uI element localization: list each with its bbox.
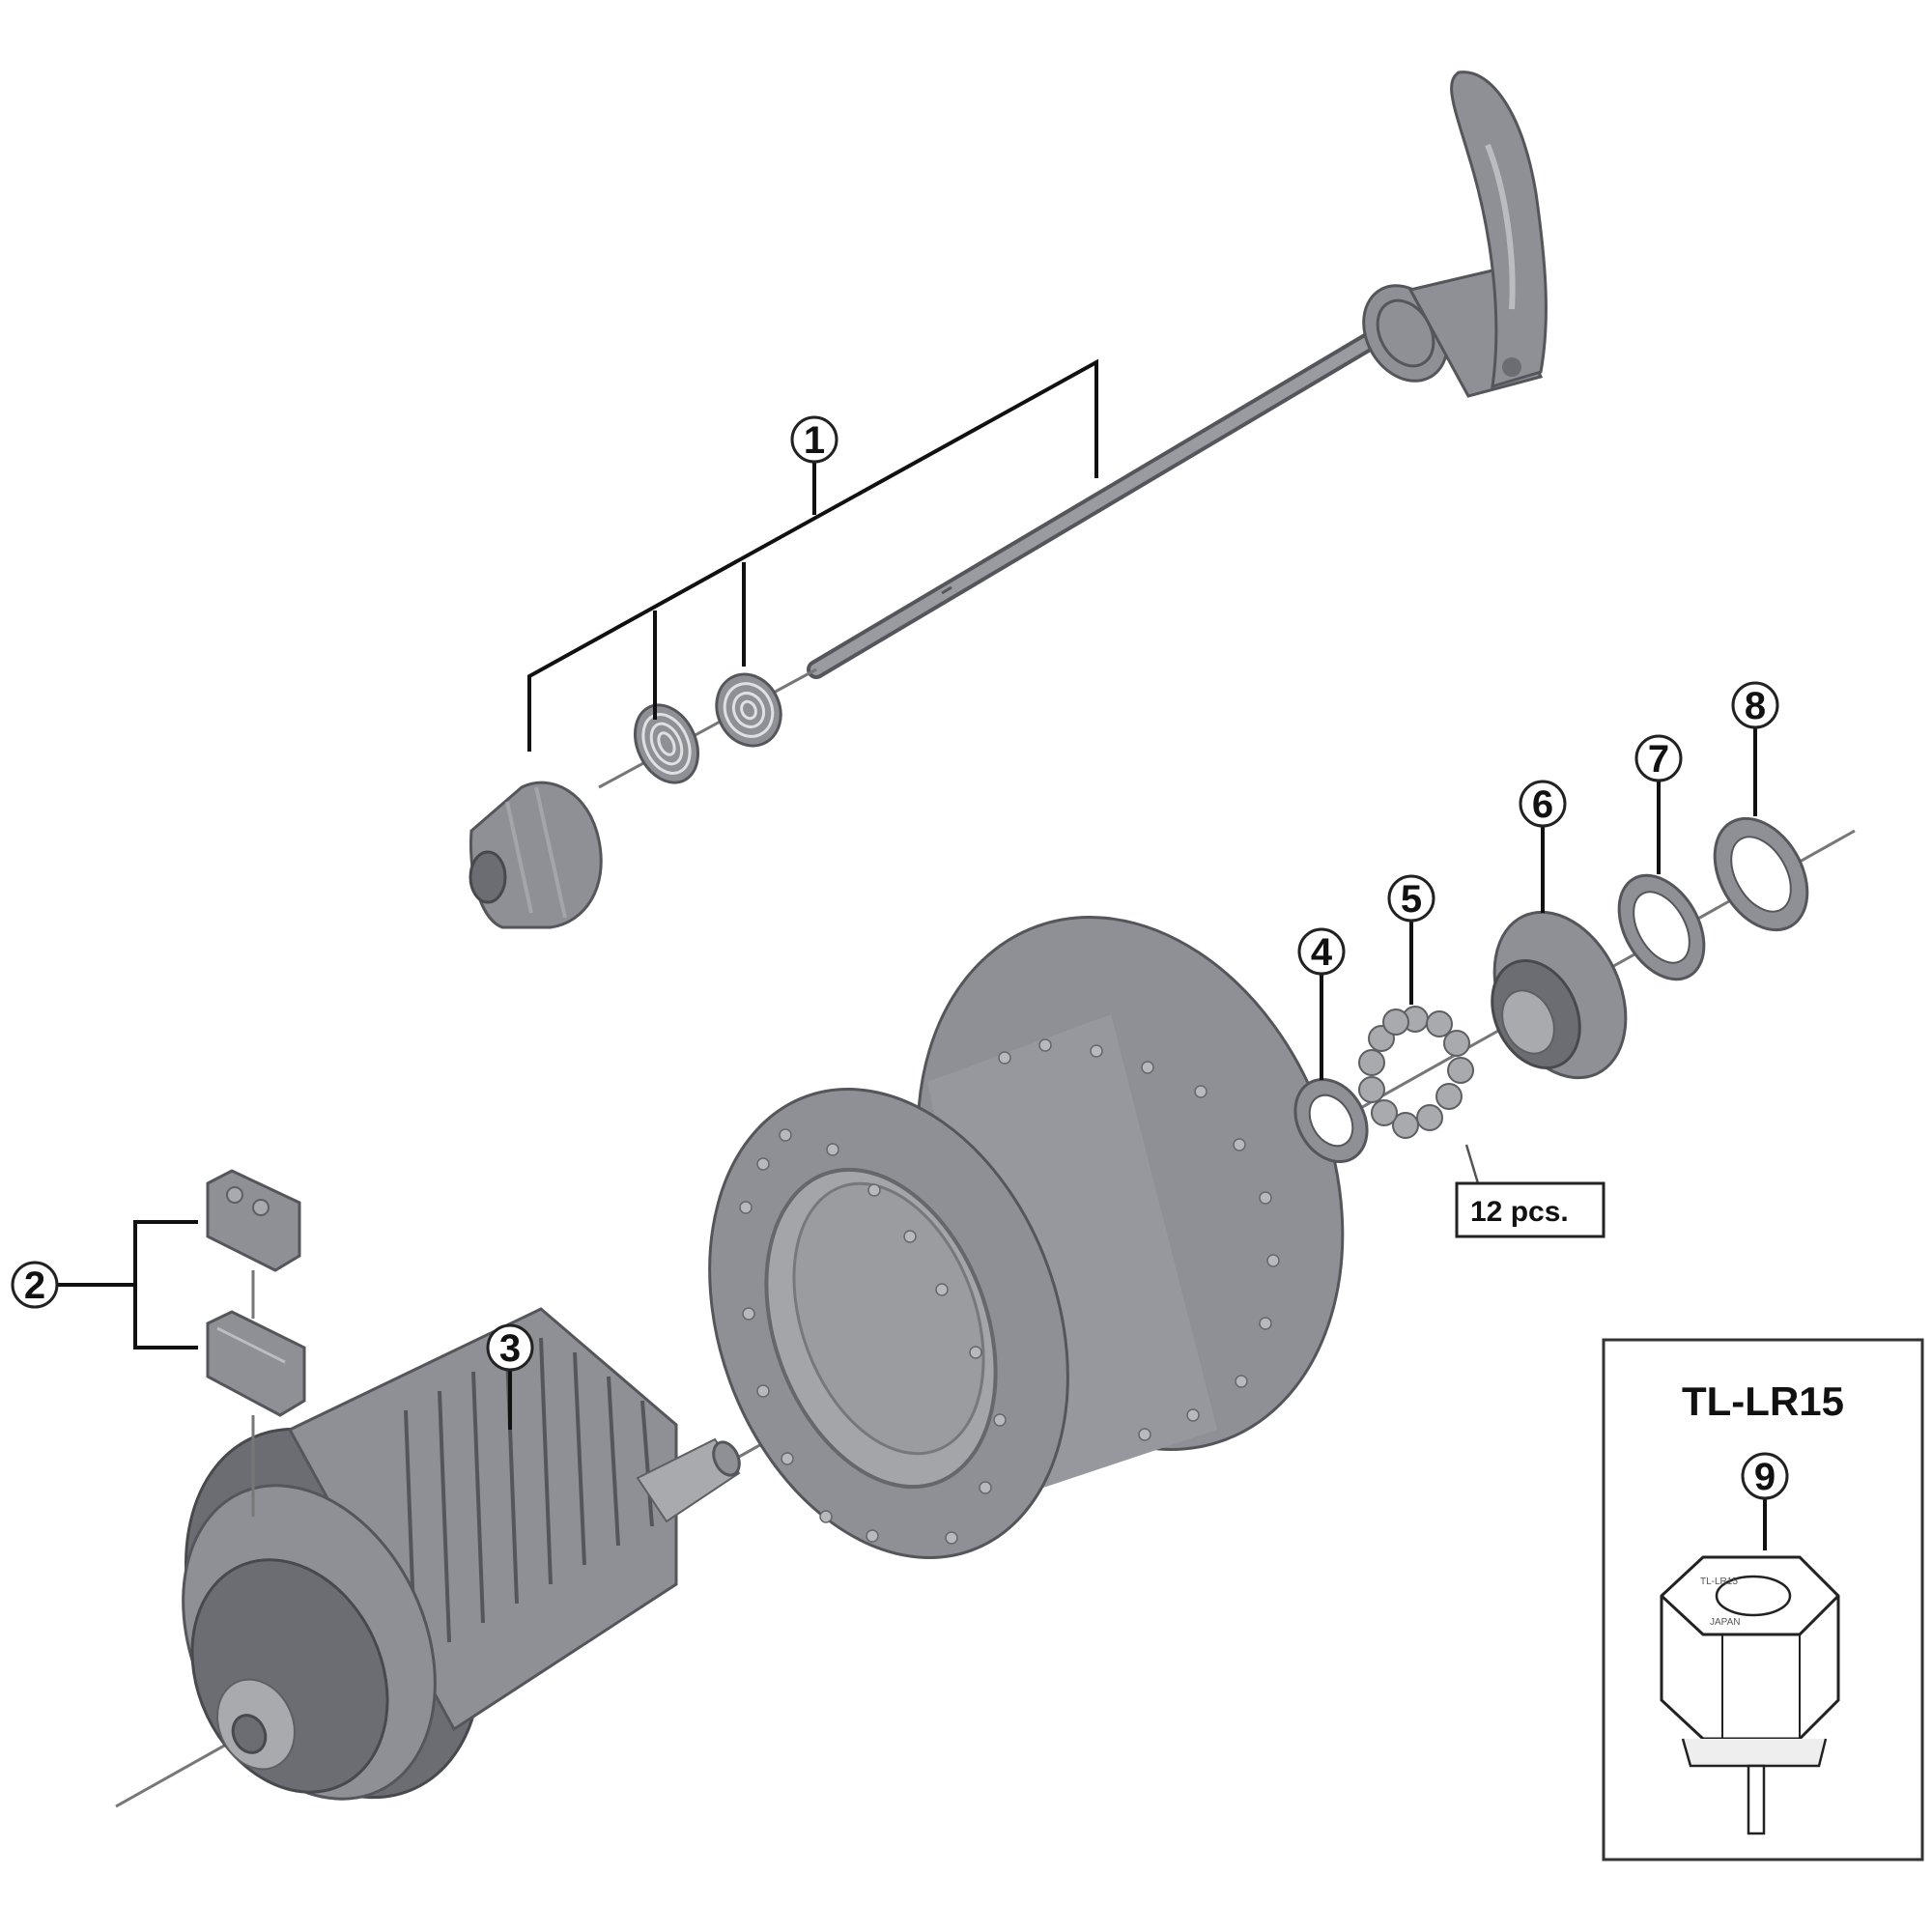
callout-6: 6 (1519, 780, 1567, 828)
tool-inset-box: TL-LR15 TL-LR15 JAPAN (1602, 1338, 1924, 1861)
callout-8: 8 (1731, 681, 1779, 729)
bearing-quantity-note: 12 pcs. (1455, 1144, 1605, 1238)
hub-shell (708, 916, 1345, 1559)
svg-text:TL-LR15: TL-LR15 (1700, 1577, 1738, 1587)
dust-cap (1293, 974, 1369, 1164)
lockring-tool: TL-LR15 JAPAN (1660, 1555, 1840, 1835)
washer (1617, 781, 1706, 981)
conical-spring-large (634, 703, 699, 784)
callout-2: 2 (11, 1261, 59, 1309)
spoke-holes (739, 1038, 1280, 1545)
svg-text:8: 8 (1745, 685, 1766, 727)
svg-text:3: 3 (499, 1327, 521, 1370)
svg-text:2: 2 (24, 1264, 45, 1307)
svg-text:9: 9 (1754, 1456, 1776, 1498)
callout-3: 3 (486, 1323, 534, 1372)
svg-text:4: 4 (1311, 931, 1333, 974)
svg-text:6: 6 (1532, 783, 1553, 826)
adjusting-nut (469, 781, 603, 929)
tool-title: TL-LR15 (1682, 1378, 1844, 1424)
conical-spring-small (715, 672, 782, 748)
callout-5: 5 (1387, 874, 1435, 923)
callout-4: 4 (1297, 927, 1346, 976)
connector-bottom-housing (206, 1310, 306, 1417)
svg-text:5: 5 (1401, 878, 1422, 921)
quick-release-lever (1362, 71, 1548, 398)
cone (1491, 826, 1628, 1080)
callout-9: 9 (1741, 1452, 1789, 1500)
bearing-quantity-text: 12 pcs. (1470, 1196, 1569, 1228)
callout-1: 1 (790, 415, 838, 464)
quick-release-skewer (469, 71, 1548, 929)
callout-7: 7 (1634, 734, 1683, 782)
svg-text:7: 7 (1648, 738, 1669, 781)
connector-top-cap (206, 1169, 301, 1272)
svg-text:1: 1 (804, 419, 825, 462)
svg-text:JAPAN: JAPAN (1710, 1617, 1741, 1628)
cable-connector (58, 1169, 306, 1517)
lock-nut (1713, 727, 1809, 932)
driver-unit (182, 1307, 741, 1801)
ball-bearings (1358, 921, 1474, 1139)
